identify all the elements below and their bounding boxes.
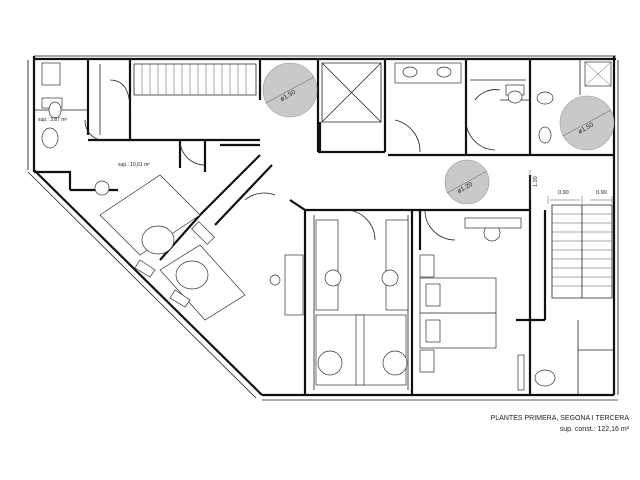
circle-label-2: ø1.50 <box>577 121 595 136</box>
exterior-walls <box>27 55 619 401</box>
desk-furniture <box>269 219 409 386</box>
bathroom-area-label: sup.: 3,87 m² <box>38 117 68 123</box>
bathroom-fixtures <box>41 61 612 391</box>
staircase-right <box>551 204 613 299</box>
plan-total-area: sup. const.: 122,16 m² <box>560 426 630 433</box>
circle-label-3: ø1.20 <box>456 181 474 196</box>
plan-title: PLANTES PRIMERA, SEGONA I TERCERA <box>491 415 630 422</box>
dimension-vertical: 1.20 <box>533 176 539 187</box>
dimension-right: 0.90 <box>596 190 607 196</box>
staircase-top <box>99 63 257 135</box>
doors <box>84 89 501 241</box>
office-furniture <box>94 174 246 321</box>
bed-furniture <box>419 217 522 373</box>
dimension-left: 0.90 <box>558 190 569 196</box>
entry-area-label: sup.: 10,61 m² <box>118 162 150 168</box>
dimension-lines <box>529 170 613 204</box>
circle-label-1: ø1.50 <box>279 89 297 104</box>
